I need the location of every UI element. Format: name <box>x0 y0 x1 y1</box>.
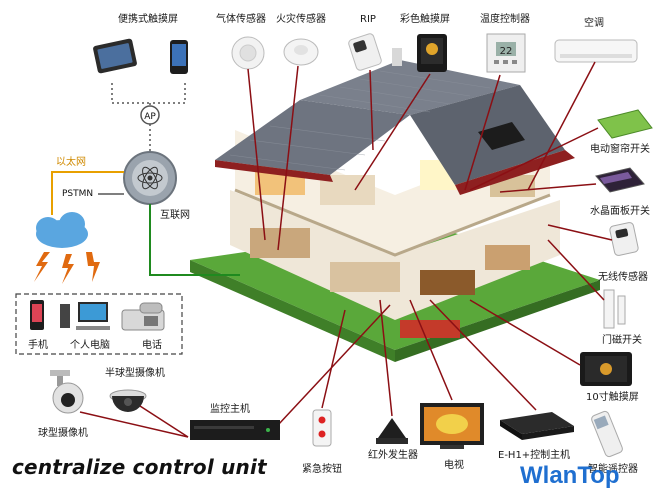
internet-house-line <box>149 204 240 276</box>
fire-sensor-label: 火灾传感器 <box>276 12 326 25</box>
ball-camera-label: 球型摄像机 <box>38 426 88 439</box>
ir-emitter-icon <box>378 418 406 438</box>
control-host-label: 监控主机 <box>210 402 250 415</box>
curtain-switch-label: 电动窗帘开关 <box>590 142 650 155</box>
network-section: AP 便携式触摸屏 互联网 以太网 PSTMN <box>15 12 240 355</box>
tv-label: 电视 <box>444 458 464 471</box>
rip-sensor-icon <box>348 33 382 71</box>
ethernet-line <box>51 171 124 215</box>
door-sensor-label: 门磁开关 <box>602 333 642 346</box>
ap-label: AP <box>144 112 156 122</box>
camera-section: 球型摄像机 半球型摄像机 监控主机 <box>38 304 391 440</box>
temp-controller-label: 温度控制器 <box>480 12 530 25</box>
wireless-sensor-icon <box>609 222 639 256</box>
touch10-label: 10寸触摸屏 <box>586 390 639 403</box>
remote-icon <box>591 410 623 458</box>
right-devices: 电动窗帘开关 水晶面板开关 无线传感器 门磁开关 10寸触摸屏 <box>469 109 653 403</box>
bottom-devices: 紧急按钮 红外发生器 电视 E-H1+控制主机 智能遥控器 <box>302 299 638 475</box>
gas-sensor-label: 气体传感器 <box>216 12 266 25</box>
ethernet-label: 以太网 <box>56 155 86 168</box>
roof-main <box>300 60 520 115</box>
brand-logo: WlanTop <box>520 462 620 489</box>
roof-left <box>215 100 410 175</box>
rip-label: RIP <box>360 14 376 25</box>
device-box <box>15 293 183 355</box>
door-sensor-icon <box>603 289 615 329</box>
crystal-panel-label: 水晶面板开关 <box>590 204 650 217</box>
phone-label: 手机 <box>28 338 48 351</box>
emergency-button-icon <box>312 409 332 447</box>
house-illustration <box>190 48 600 362</box>
air-conditioner-label: 空调 <box>584 16 604 29</box>
emergency-button-label: 紧急按钮 <box>302 462 342 475</box>
telephone-label: 电话 <box>142 338 162 351</box>
remote-label: 智能遥控器 <box>588 462 638 475</box>
ehi-controller-label: E-H1+控制主机 <box>498 448 570 461</box>
internet-label: 互联网 <box>160 209 190 221</box>
cloud-icon <box>36 212 88 248</box>
portable-touch-screen <box>93 38 188 74</box>
caption: centralize control unit <box>12 455 267 479</box>
half-ball-camera-label: 半球型摄像机 <box>105 366 165 379</box>
wireless-sensor-label: 无线传感器 <box>598 270 648 283</box>
color-touch-label: 彩色触摸屏 <box>400 12 450 25</box>
control-host-icon <box>190 420 280 440</box>
portable-touch-label: 便携式触摸屏 <box>118 12 178 25</box>
signal-bolts <box>34 252 100 284</box>
temp-lcd: 22 <box>500 46 513 57</box>
ehi-controller-icon <box>500 412 574 434</box>
air-conditioner-icon <box>554 39 638 63</box>
pstmn-label: PSTMN <box>62 189 93 199</box>
ir-emitter-label: 红外发生器 <box>368 448 418 461</box>
top-devices: 气体传感器 火灾传感器 RIP 彩色触摸屏 22 温度控制器 空调 <box>216 12 638 251</box>
pc-label: 个人电脑 <box>70 338 110 351</box>
curtain-switch-icon <box>597 109 653 139</box>
